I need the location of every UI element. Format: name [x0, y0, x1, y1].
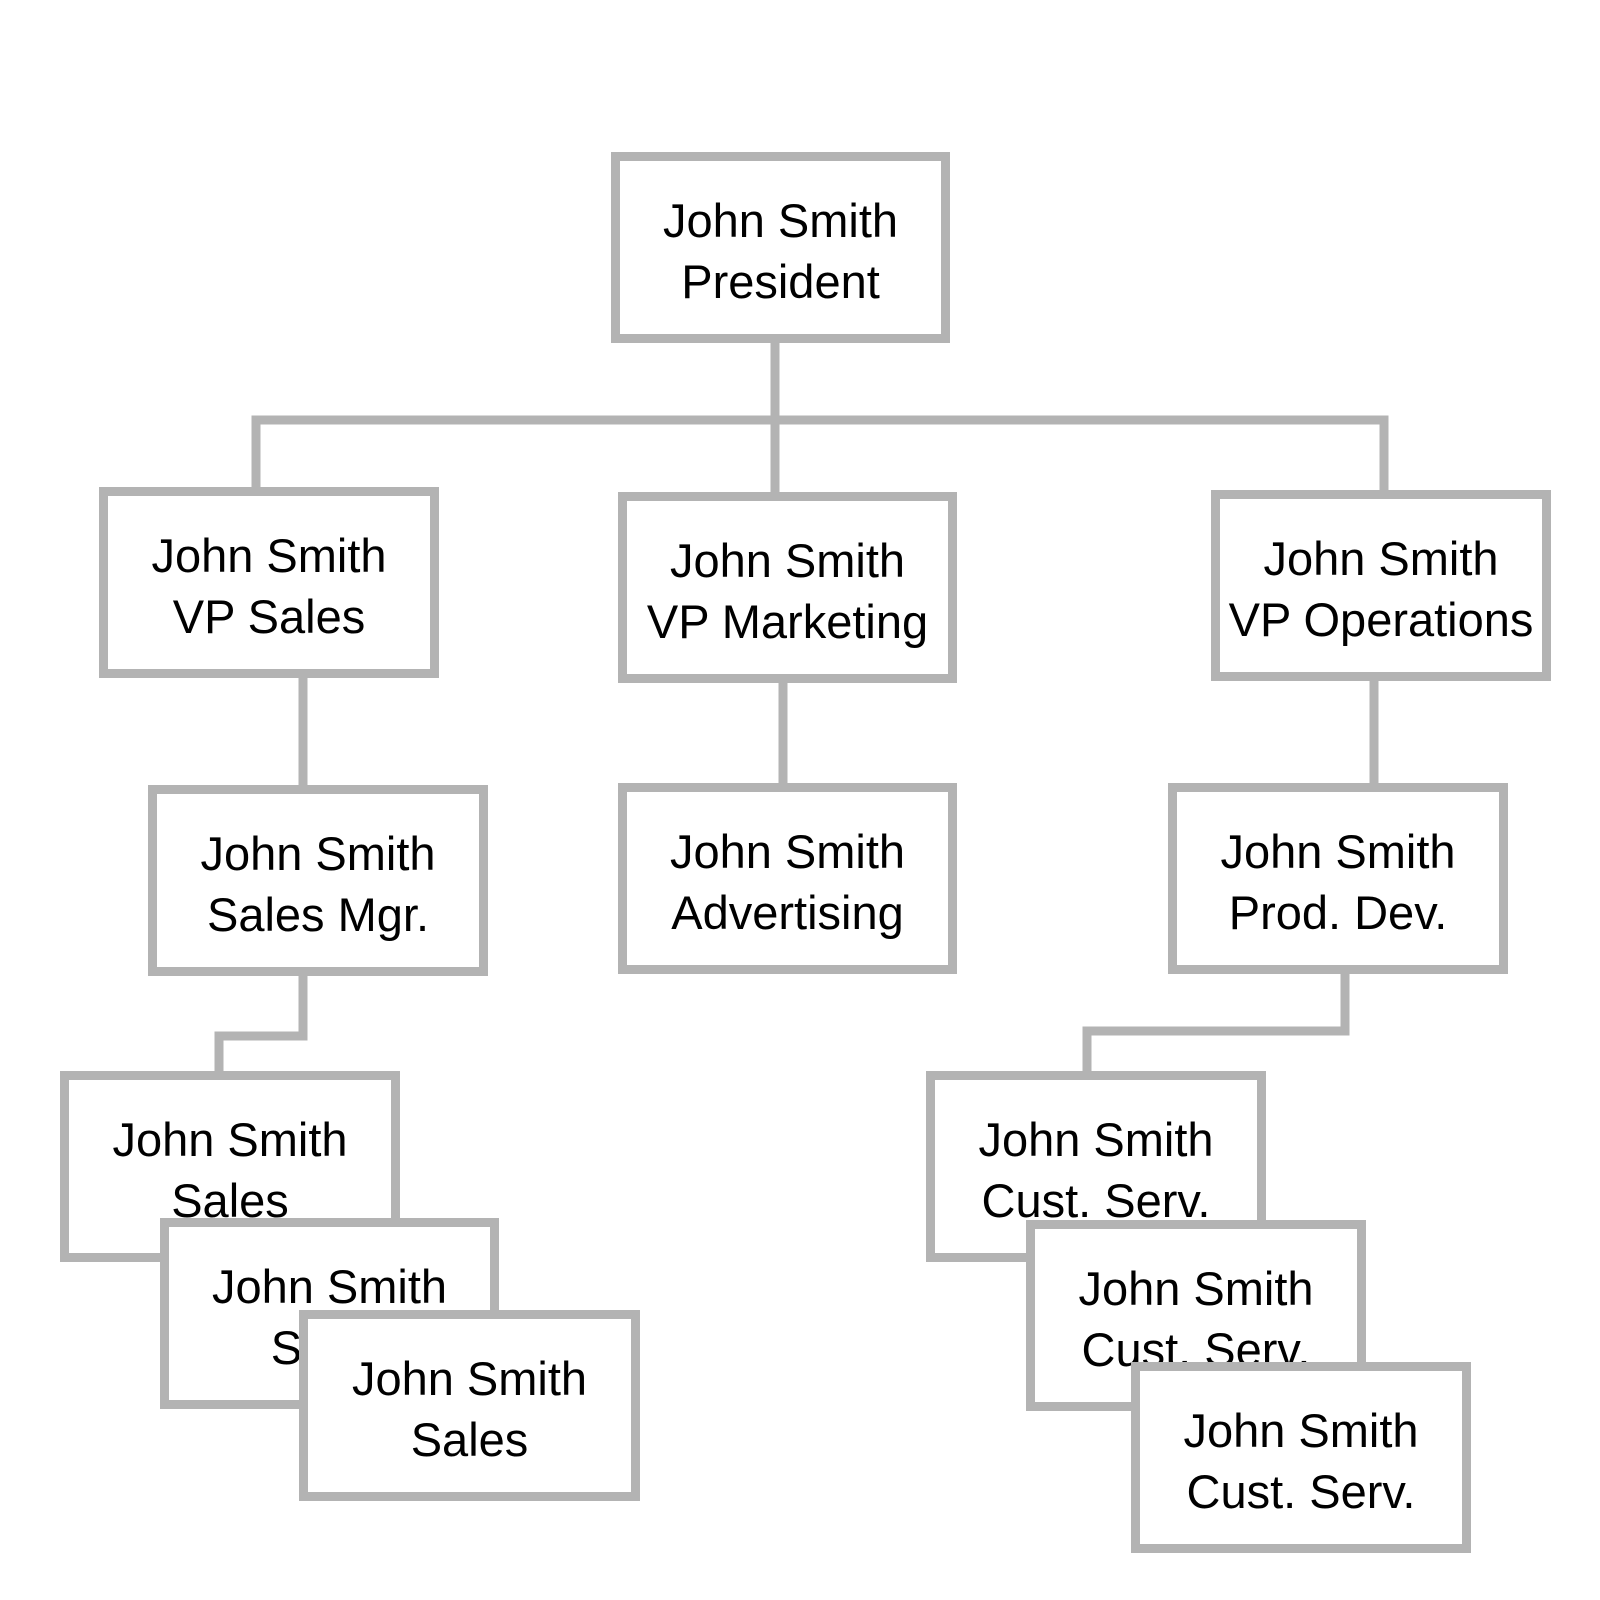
org-box-prod-dev: John Smith Prod. Dev. — [1168, 783, 1508, 974]
job-title: VP Marketing — [646, 595, 929, 648]
employee-name: John Smith — [1220, 825, 1456, 878]
employee-name: John Smith — [662, 194, 899, 247]
org-box-cust-serv-3: John Smith Cust. Serv. — [1131, 1362, 1471, 1553]
org-box-advertising: John Smith Advertising — [618, 783, 957, 974]
employee-name: John Smith — [1078, 1262, 1314, 1315]
job-title: Cust. Serv. — [1186, 1465, 1416, 1518]
employee-name: John Smith — [1263, 532, 1499, 585]
employee-name: John Smith — [1183, 1404, 1419, 1457]
job-title: Prod. Dev. — [1228, 886, 1448, 939]
job-title: VP Operations — [1228, 593, 1534, 646]
org-box-sales-3: John Smith Sales — [299, 1310, 640, 1501]
org-box-president: John Smith President — [611, 152, 950, 343]
job-title: Sales Mgr. — [206, 888, 430, 941]
employee-name: John Smith — [978, 1113, 1214, 1166]
job-title: President — [681, 255, 880, 308]
employee-name: John Smith — [200, 827, 436, 880]
employee-name: John Smith — [211, 1260, 448, 1313]
org-box-vp-marketing: John Smith VP Marketing — [618, 492, 957, 683]
job-title: VP Sales — [172, 590, 366, 643]
job-title: Cust. Serv. — [981, 1174, 1211, 1227]
org-box-vp-sales: John Smith VP Sales — [99, 487, 439, 678]
employee-name: John Smith — [669, 534, 906, 587]
employee-name: John Smith — [669, 825, 906, 878]
connector-mgr-to-sales — [214, 967, 308, 1079]
org-box-sales-mgr: John Smith Sales Mgr. — [148, 785, 488, 976]
employee-name: John Smith — [151, 529, 387, 582]
employee-name: John Smith — [112, 1113, 348, 1166]
job-title: Sales — [410, 1413, 529, 1466]
employee-name: John Smith — [351, 1352, 588, 1405]
connector-prod-dev-to-cust-serv — [1082, 965, 1350, 1079]
org-box-vp-operations: John Smith VP Operations — [1211, 490, 1551, 681]
job-title: Advertising — [671, 886, 904, 939]
